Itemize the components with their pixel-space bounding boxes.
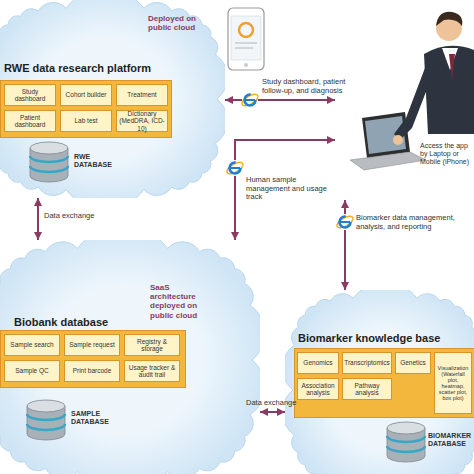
module-box: Registry & storage <box>124 334 180 356</box>
browser-icon <box>225 160 245 176</box>
module-label: Cohort builder <box>66 91 107 98</box>
database-label: SAMPLE DATABASE <box>71 410 121 426</box>
database-label: RWE DATABASE <box>74 153 124 169</box>
edge-label: Human sample management and usage track <box>246 176 328 202</box>
phone-line <box>235 42 257 44</box>
connector-arrow <box>37 198 39 240</box>
cloud-platform: RWE data research platform Deployed on pu… <box>0 0 225 198</box>
module-box: Cohort builder <box>60 84 112 106</box>
database-band <box>30 166 68 172</box>
module-label: Print barcode <box>73 367 112 374</box>
person-hair <box>436 12 462 26</box>
database-icon <box>385 420 427 464</box>
module-box: Sample QC <box>4 360 60 382</box>
module-box: Dictionary (MedDRA, ICD-10) <box>116 110 168 132</box>
module-label: Association analysis <box>299 382 337 396</box>
connector-arrow <box>235 140 335 240</box>
module-label: Usage tracker & audit trail <box>126 364 178 378</box>
database-band <box>30 156 68 162</box>
phone-chart <box>239 23 253 37</box>
deployment-note: SaaS architecture deployed on public clo… <box>150 283 212 320</box>
module-box: Sample request <box>64 334 120 356</box>
module-box: Association analysis <box>297 378 339 400</box>
module-box: Print barcode <box>64 360 120 382</box>
connector-arrow <box>344 200 346 290</box>
person-hand <box>393 135 403 145</box>
edge-label: Biomarker data management, analysis, and… <box>356 214 456 231</box>
connector-arrow <box>225 99 335 101</box>
module-box: Usage tracker & audit trail <box>124 360 180 382</box>
module-box: Transcriptomics <box>342 352 392 374</box>
module-label: Genetics <box>400 359 426 366</box>
edge-label: Data exchange <box>246 399 302 408</box>
database-node: BIOMARKER DATABASE <box>385 420 474 466</box>
database-node: SAMPLE DATABASE <box>25 398 125 444</box>
person-tie <box>449 54 455 80</box>
module-label: Genomics <box>303 359 332 366</box>
cloud-title: RWE data research platform <box>4 62 189 75</box>
database-top <box>387 422 425 434</box>
module-label: Transcriptomics <box>344 359 390 366</box>
laptop-base <box>350 152 426 170</box>
database-top <box>27 400 65 412</box>
database-icon <box>25 398 67 442</box>
database-band <box>27 424 65 430</box>
user-device-group: Access the app by Laptop or Mobile (iPho… <box>335 85 474 200</box>
cloud-title: Biobank database <box>14 316 144 329</box>
module-label: Visualization (Waterfall plot, heatmap, … <box>436 365 470 401</box>
module-label: Pathway analysis <box>344 382 390 396</box>
database-band <box>387 446 425 452</box>
connector-arrow <box>260 411 285 413</box>
deployment-note: Deployed on public cloud <box>148 14 210 32</box>
browser-icon <box>335 214 355 230</box>
person-arm <box>394 60 436 140</box>
module-label: Study dashboard <box>6 88 54 102</box>
database-top <box>30 142 68 154</box>
module-label: Treatment <box>127 91 156 98</box>
module-label: Sample search <box>10 341 53 348</box>
cloud-platform: Biobank database SaaS architecture deploy… <box>0 240 260 474</box>
database-band <box>27 414 65 420</box>
cloud-outline <box>285 290 474 474</box>
module-box: Treatment <box>116 84 168 106</box>
database-band <box>387 436 425 442</box>
module-box: Patient dashboard <box>4 110 56 132</box>
phone-screen <box>231 16 261 60</box>
phone-button <box>244 63 248 67</box>
person-body <box>424 46 474 134</box>
cloud-platform: Biomarker knowledge baseGenomics Transcri… <box>285 290 474 474</box>
module-label: Patient dashboard <box>6 114 54 128</box>
module-box: Sample search <box>4 334 60 356</box>
module-box: Visualization (Waterfall plot, heatmap, … <box>434 352 472 414</box>
cloud-outline <box>0 0 225 198</box>
database-icon <box>28 140 70 184</box>
cloud-outline <box>0 240 260 474</box>
phone-line <box>235 47 253 49</box>
module-box: Genomics <box>297 352 339 374</box>
database-node: RWE DATABASE <box>28 140 128 184</box>
module-label: Sample QC <box>15 367 49 374</box>
database-label: BIOMARKER DATABASE <box>428 432 474 448</box>
edge-label: Study dashboard, patient follow-up, and … <box>262 78 362 95</box>
module-box: Study dashboard <box>4 84 56 106</box>
edge-label: Data exchange <box>44 212 104 221</box>
module-box: Lab test <box>60 110 112 132</box>
module-box: Pathway analysis <box>342 378 392 400</box>
module-label: Dictionary (MedDRA, ICD-10) <box>118 110 166 131</box>
module-label: Sample request <box>69 341 115 348</box>
module-box: Genetics <box>395 352 431 374</box>
user-caption: Access the app by Laptop or Mobile (iPho… <box>420 142 474 166</box>
module-label: Registry & storage <box>126 338 178 352</box>
module-label: Lab test <box>74 117 97 124</box>
cloud-title: Biomarker knowledge base <box>298 332 474 345</box>
browser-icon <box>240 92 260 108</box>
phone-body <box>228 8 264 70</box>
